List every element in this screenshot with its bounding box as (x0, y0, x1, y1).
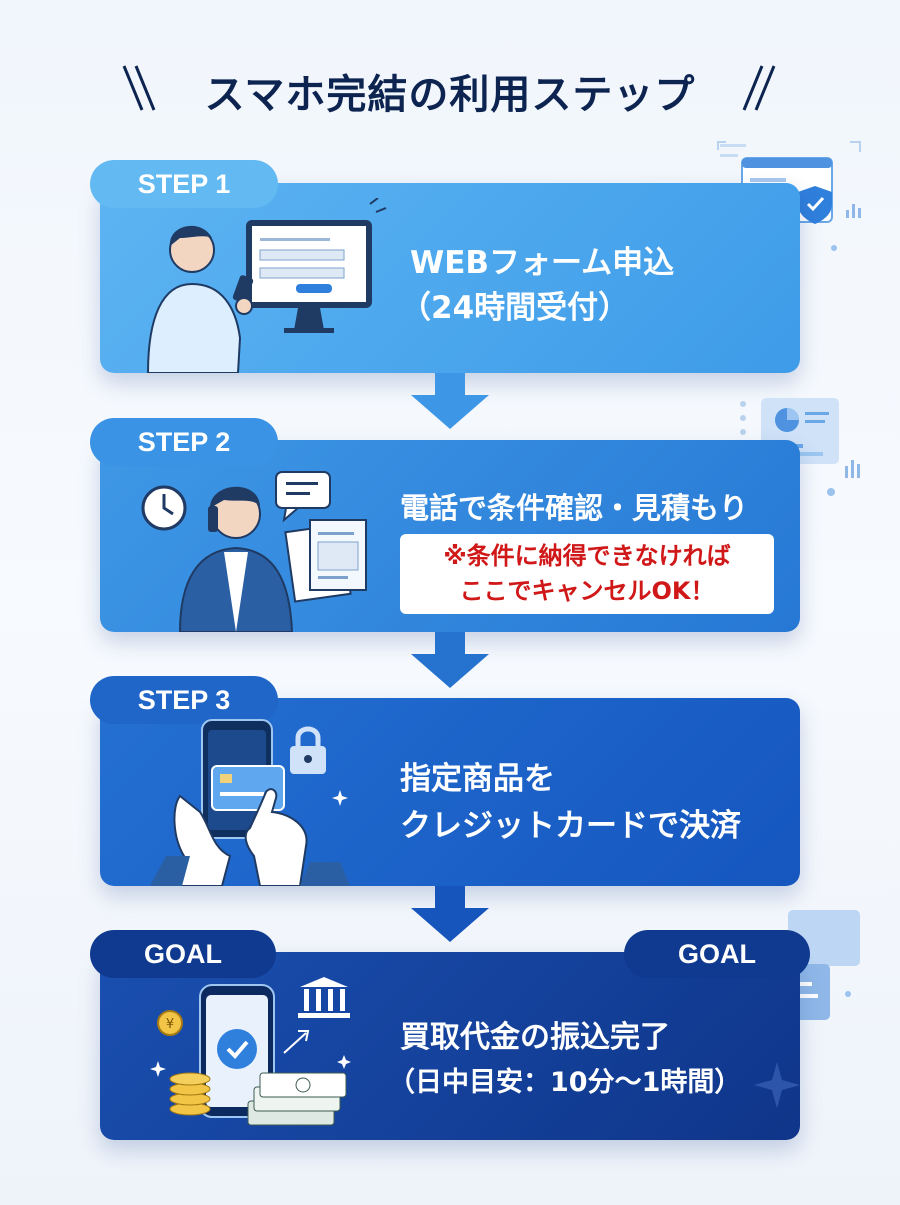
person-phone-icon (141, 471, 367, 632)
title-slash-right (742, 65, 776, 111)
goal-badge-right: GOAL (624, 930, 810, 978)
smartphone-card-icon (150, 719, 350, 886)
chat-bubble-icon (275, 471, 331, 523)
step3-line2: クレジットカードで決済 (400, 808, 741, 844)
goal-line2: （日中目安：10分〜1時間） (388, 1067, 742, 1098)
cancel-note: ※条件に納得できなければ ここでキャンセルOK！ (400, 534, 774, 614)
arrow-down-icon (411, 632, 489, 688)
bank-icon (298, 977, 350, 1018)
step2-line1: 電話で条件確認・見積もり (400, 491, 749, 525)
person-computer-icon (146, 198, 387, 373)
arrow-down-icon (411, 373, 489, 429)
title-slash-left (122, 65, 156, 111)
document-icon (284, 519, 367, 603)
smartphone-check-icon: ¥ (150, 977, 351, 1126)
lock-icon (290, 726, 326, 774)
goal-badge-left: GOAL (90, 930, 276, 978)
svg-text:¥: ¥ (166, 1017, 174, 1032)
banknote-stack-icon (247, 1072, 347, 1126)
cancel-note-line2: ここでキャンセルOK！ (459, 577, 715, 605)
yen-coin-icon: ¥ (157, 1010, 211, 1116)
step1-line1: WEBフォーム申込 (410, 245, 675, 281)
step3-badge: STEP 3 (90, 676, 278, 724)
arrow-down-icon (411, 886, 489, 942)
cancel-note-line1: ※条件に納得できなければ (443, 542, 731, 570)
step2-badge: STEP 2 (90, 418, 278, 466)
goal-line1: 買取代金の振込完了 (400, 1020, 670, 1055)
step1-badge: STEP 1 (90, 160, 278, 208)
clock-icon (141, 485, 187, 531)
sparkle-icon (754, 1062, 800, 1108)
step3-line1: 指定商品を (400, 761, 555, 797)
page-title: スマホ完結の利用ステップ (204, 72, 696, 118)
step1-line2: （24時間受付） (400, 290, 630, 326)
